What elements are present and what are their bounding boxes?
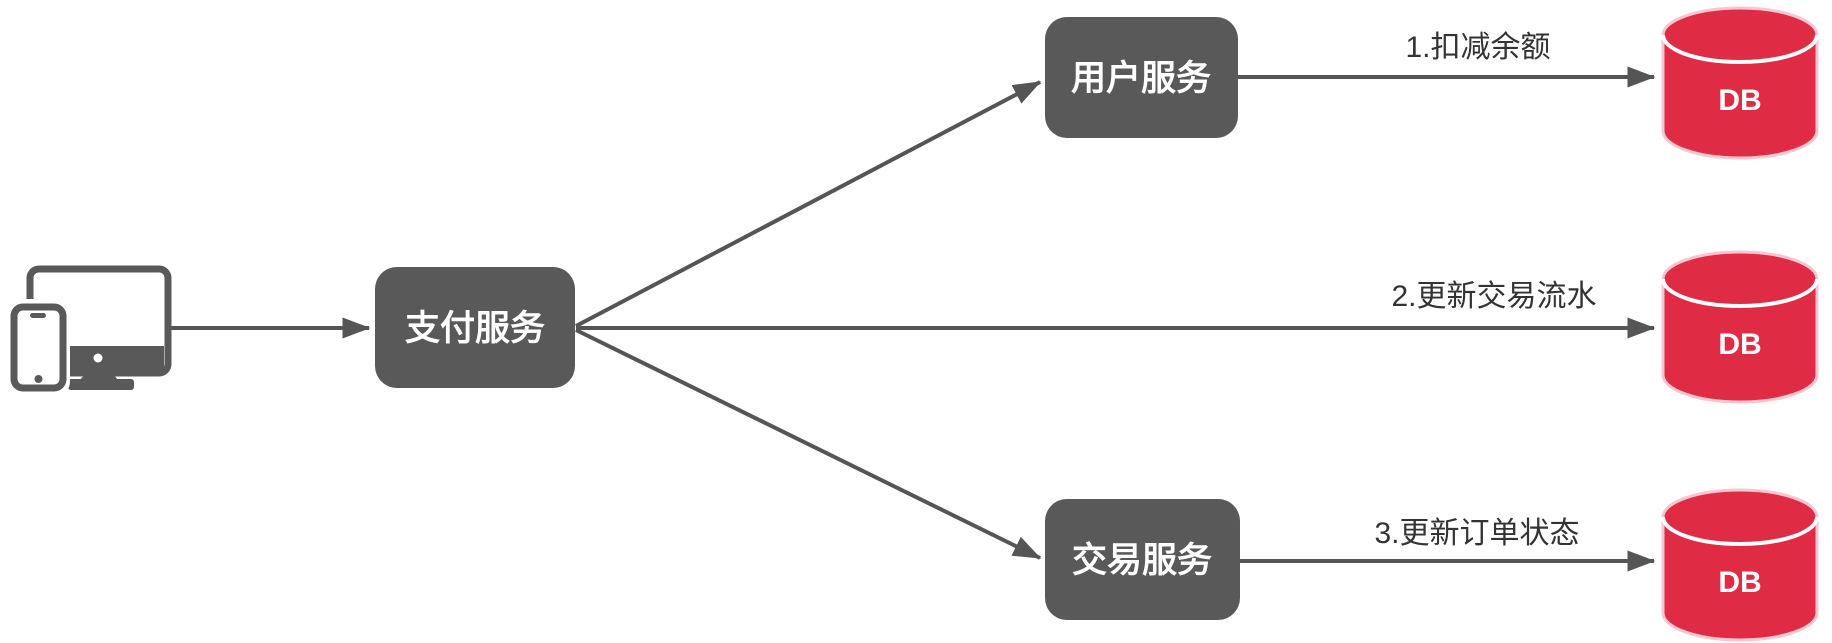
- database-transaction-db: DB: [1661, 250, 1819, 404]
- edge-label-update-transactions: 2.更新交易流水: [1391, 280, 1596, 313]
- database-user-db: DB: [1661, 6, 1819, 160]
- db-cylinder-lid-line: [1661, 34, 1819, 64]
- node-payment-service: 支付服务: [375, 267, 575, 388]
- edge-label-deduct-balance: 1.扣减余额: [1405, 31, 1550, 64]
- client-device-icon: [6, 265, 172, 395]
- payment-service-box: [375, 267, 575, 388]
- node-user-service: 用户服务: [1045, 17, 1238, 138]
- db-cylinder-shape: [1661, 250, 1819, 404]
- monitor-dot: [93, 353, 103, 363]
- edge-payment-to-trade-service: [575, 328, 1042, 560]
- db-cylinder-lid-line: [1661, 516, 1819, 546]
- user-service-box: [1045, 17, 1238, 138]
- monitor-stand-base: [68, 379, 134, 390]
- database-order-db: DB: [1661, 488, 1819, 642]
- trade-service-box: [1045, 499, 1240, 620]
- db-cylinder-shape: [1661, 6, 1819, 160]
- edge-payment-to-user-service: [575, 80, 1042, 328]
- phone-home-button: [34, 375, 43, 383]
- order-db-label: DB: [1718, 566, 1761, 599]
- edge-label-update-order-status: 3.更新订单状态: [1374, 517, 1579, 550]
- edge-labels: 1.扣减余额 2.更新交易流水 3.更新订单状态: [1374, 31, 1596, 550]
- trade-service-label: 交易服务: [1072, 540, 1212, 580]
- edges: [170, 66, 1656, 572]
- db-cylinder-shape: [1661, 488, 1819, 642]
- user-db-label: DB: [1718, 84, 1761, 117]
- smartphone-outline: [10, 303, 67, 392]
- db-cylinder-lid-line: [1661, 278, 1819, 308]
- transaction-db-label: DB: [1718, 328, 1761, 361]
- user-service-label: 用户服务: [1071, 59, 1211, 98]
- phone-speaker-slot: [30, 313, 46, 318]
- payment-service-label: 支付服务: [405, 309, 545, 348]
- node-trade-service: 交易服务: [1045, 499, 1240, 620]
